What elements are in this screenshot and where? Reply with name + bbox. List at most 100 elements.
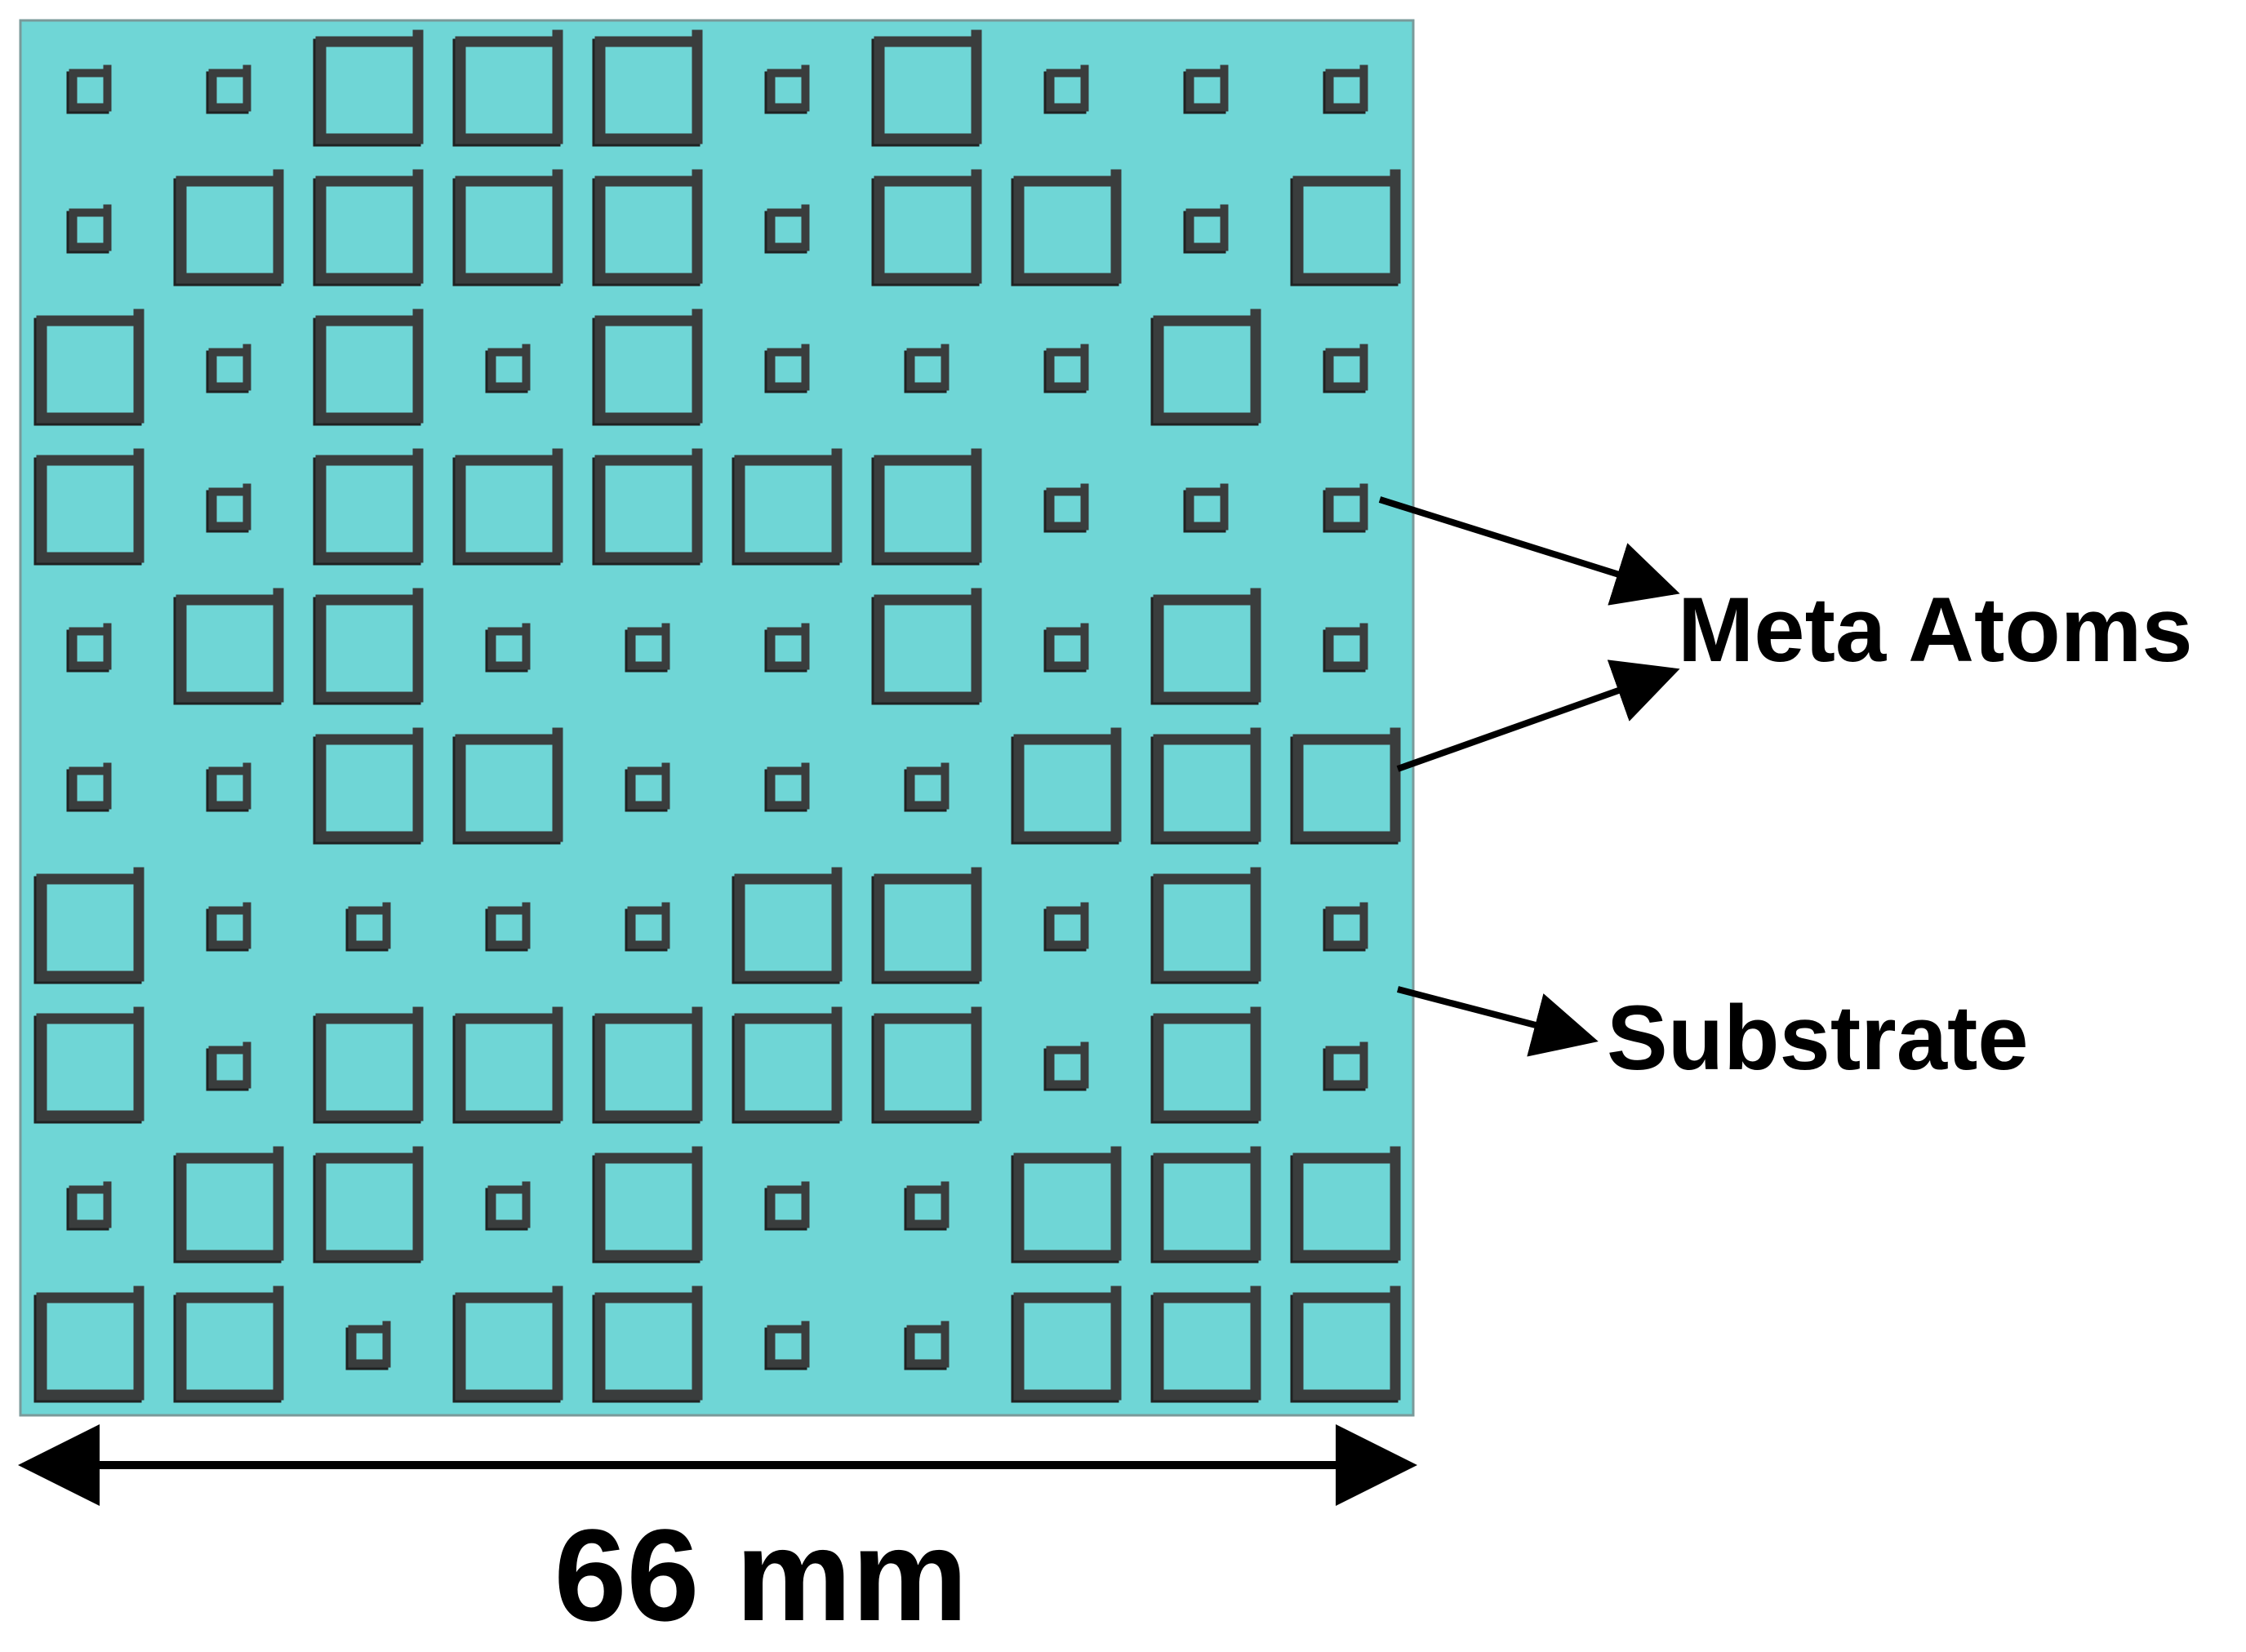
meta-atom-small (66, 1181, 112, 1231)
meta-atom-small (1043, 1041, 1089, 1091)
meta-atom-large (592, 1286, 703, 1403)
meta-atom-small (66, 623, 112, 673)
meta-atom-notch (273, 169, 284, 176)
meta-atom-gap (775, 635, 802, 662)
meta-atom-notch (412, 1006, 424, 1014)
meta-atom-small (1043, 623, 1089, 673)
meta-atom-large (452, 29, 563, 147)
meta-atom-small (1323, 1041, 1368, 1091)
meta-atom-gap (216, 77, 243, 104)
meta-atom-gap (775, 356, 802, 383)
meta-atom-small (206, 762, 251, 812)
meta-atom-notch (242, 902, 251, 907)
meta-atom-notch (1390, 1286, 1401, 1293)
meta-atom-gap (635, 775, 662, 802)
meta-atom-notch (522, 1181, 531, 1186)
meta-atom-gap (605, 1163, 692, 1250)
meta-atom-gap (465, 1303, 553, 1390)
meta-atom-large (33, 867, 145, 984)
meta-atom-notch (941, 1181, 950, 1186)
meta-atom-notch (801, 762, 810, 767)
meta-atom-gap (884, 186, 972, 273)
meta-atom-gap (77, 216, 104, 243)
meta-atom-gap (775, 1193, 802, 1220)
meta-atom-small (66, 204, 112, 254)
meta-atom-notch (1080, 623, 1089, 628)
meta-atom-notch (661, 762, 670, 767)
meta-atom-gap (1194, 495, 1221, 522)
meta-atom-small (764, 344, 810, 393)
meta-atom-notch (971, 588, 982, 595)
meta-atom-large (452, 1006, 563, 1124)
meta-atom-large (452, 727, 563, 845)
meta-atom-notch (382, 1321, 391, 1326)
meta-atom-notch (412, 727, 424, 735)
meta-atom-notch (242, 1041, 251, 1046)
substrate-label: Substrate (1607, 987, 2029, 1089)
meta-atom-notch (692, 1286, 703, 1293)
meta-atom-notch (522, 623, 531, 628)
meta-atom-large (1011, 1146, 1122, 1263)
meta-atom-gap (326, 1024, 413, 1111)
meta-atom-notch (552, 169, 563, 176)
meta-atom-small (764, 1181, 810, 1231)
meta-atom-gap (77, 775, 104, 802)
meta-atom-notch (1220, 204, 1229, 209)
meta-atom-gap (775, 216, 802, 243)
meta-atom-large (1150, 309, 1261, 426)
meta-atom-large (1011, 169, 1122, 286)
meta-atom-gap (1333, 1054, 1360, 1081)
meta-atom-gap (465, 465, 553, 553)
meta-atom-notch (1250, 867, 1261, 874)
meta-atom-gap (1024, 1303, 1111, 1390)
meta-atom-large (1150, 867, 1261, 984)
meta-atom-notch (1390, 727, 1401, 735)
meta-atom-notch (1220, 483, 1229, 488)
substrate-arrow (1396, 986, 1599, 1057)
meta-atom-gap (1024, 1163, 1111, 1250)
meta-atom-notch (1080, 902, 1089, 907)
meta-atom-gap (1054, 356, 1081, 383)
meta-atom-notch (661, 902, 670, 907)
meta-atom-gap (1163, 1163, 1251, 1250)
meta-atom-gap (326, 465, 413, 553)
meta-atom-large (313, 727, 424, 845)
meta-atom-gap (884, 1024, 972, 1111)
meta-atom-small (764, 1321, 810, 1370)
meta-atom-large (313, 1006, 424, 1124)
meta-atom-notch (801, 344, 810, 349)
meta-atom-notch (1250, 1286, 1261, 1293)
meta-atom-gap (496, 914, 523, 941)
meta-atom-notch (971, 29, 982, 37)
meta-atom-notch (831, 867, 843, 874)
meta-atom-notch (801, 623, 810, 628)
meta-atom-gap (775, 77, 802, 104)
meta-atom-small (1043, 344, 1089, 393)
meta-atom-large (33, 1006, 145, 1124)
meta-atom-notch (661, 623, 670, 628)
meta-atom-gap (496, 1193, 523, 1220)
meta-atom-gap (1333, 635, 1360, 662)
meta-atom-large (313, 1146, 424, 1263)
meta-atom-notch (242, 344, 251, 349)
meta-atom-large (592, 29, 703, 147)
meta-atom-gap (47, 465, 134, 553)
meta-atom-small (1183, 64, 1229, 114)
meta-atom-notch (1220, 64, 1229, 69)
meta-atom-gap (605, 1024, 692, 1111)
meta-atom-notch (692, 448, 703, 455)
meta-atom-gap (1054, 635, 1081, 662)
meta-atom-notch (971, 169, 982, 176)
meta-atom-large (313, 309, 424, 426)
meta-atom-large (452, 169, 563, 286)
meta-atom-notch (412, 1146, 424, 1153)
meta-atom-large (592, 1146, 703, 1263)
meta-atom-gap (605, 465, 692, 553)
meta-atom-gap (1054, 77, 1081, 104)
meta-atom-gap (775, 775, 802, 802)
meta-atom-gap (186, 1163, 274, 1250)
meta-atom-notch (1359, 623, 1368, 628)
meta-atom-notch (801, 1321, 810, 1326)
meta-atom-large (592, 448, 703, 566)
